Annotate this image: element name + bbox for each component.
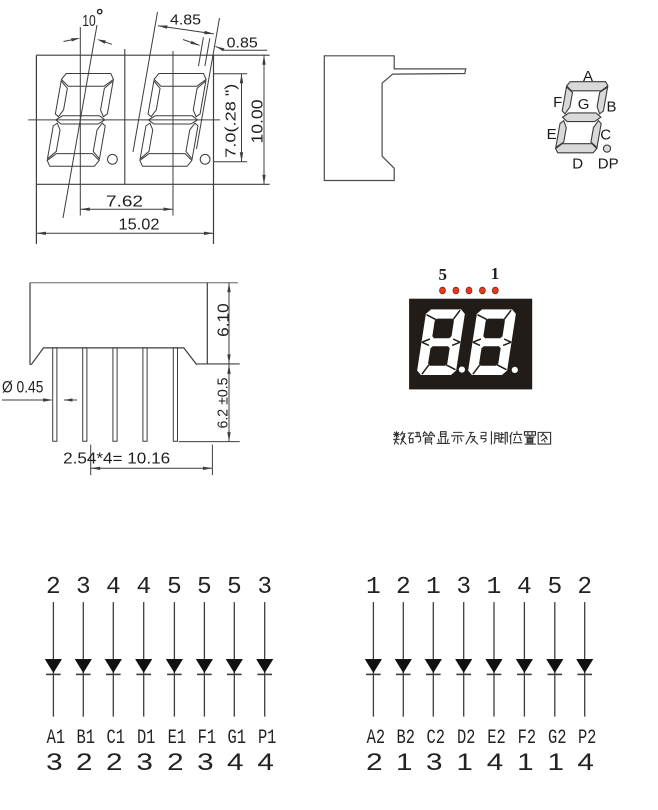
svg-text:3: 3 — [257, 574, 272, 601]
svg-text:P1: P1 — [258, 727, 277, 750]
svg-text:2: 2 — [76, 749, 93, 776]
svg-text:C: C — [600, 126, 611, 143]
svg-text:F2: F2 — [518, 727, 537, 750]
svg-text:3: 3 — [456, 574, 471, 601]
svg-text:A2: A2 — [367, 727, 386, 750]
svg-text:1: 1 — [491, 264, 500, 283]
svg-text:G2: G2 — [548, 727, 567, 750]
svg-text:4: 4 — [517, 574, 532, 601]
svg-text:3: 3 — [197, 749, 214, 776]
svg-text:A1: A1 — [47, 727, 66, 750]
svg-text:6.10: 6.10 — [215, 303, 232, 337]
svg-text:2: 2 — [366, 749, 383, 776]
svg-text:4: 4 — [106, 574, 121, 601]
svg-text:0.85: 0.85 — [227, 35, 258, 52]
svg-text:DP: DP — [598, 156, 619, 173]
svg-text:F1: F1 — [198, 727, 217, 750]
svg-text:15.02: 15.02 — [119, 217, 160, 234]
svg-text:C2: C2 — [427, 727, 446, 750]
svg-text:E: E — [547, 126, 557, 143]
svg-text:7.0(.28 "): 7.0(.28 ") — [223, 84, 240, 158]
svg-text:5: 5 — [227, 574, 242, 601]
svg-text:2: 2 — [167, 749, 184, 776]
svg-text:E1: E1 — [168, 727, 187, 750]
svg-text:E2: E2 — [487, 727, 506, 750]
svg-text:2.54*4= 10.16: 2.54*4= 10.16 — [63, 451, 170, 468]
svg-text:6.2 ±0.5: 6.2 ±0.5 — [216, 378, 232, 429]
svg-text:7.62: 7.62 — [106, 194, 143, 211]
svg-text:2: 2 — [106, 749, 123, 776]
svg-text:4: 4 — [257, 749, 274, 776]
svg-text:1: 1 — [487, 574, 502, 601]
svg-text:3: 3 — [426, 749, 443, 776]
svg-text:P2: P2 — [578, 727, 597, 750]
svg-text:2: 2 — [46, 574, 61, 601]
svg-text:3: 3 — [46, 749, 63, 776]
svg-text:G: G — [578, 96, 590, 113]
svg-text:1: 1 — [426, 574, 441, 601]
svg-text:4: 4 — [577, 749, 594, 776]
svg-text:1: 1 — [456, 749, 473, 776]
svg-text:1: 1 — [366, 574, 381, 601]
svg-text:5: 5 — [167, 574, 182, 601]
svg-text:D1: D1 — [137, 727, 156, 750]
svg-text:5: 5 — [197, 574, 212, 601]
svg-text:10: 10 — [82, 13, 96, 30]
svg-text:4.85: 4.85 — [170, 12, 201, 29]
svg-text:4: 4 — [487, 749, 504, 776]
svg-text:B: B — [606, 99, 616, 116]
svg-text:D2: D2 — [457, 727, 476, 750]
svg-text:2: 2 — [577, 574, 592, 601]
svg-text:5: 5 — [547, 574, 562, 601]
svg-text:1: 1 — [517, 749, 534, 776]
svg-text:4: 4 — [227, 749, 244, 776]
svg-text:2: 2 — [396, 574, 411, 601]
svg-text:5: 5 — [439, 265, 448, 284]
svg-text:1: 1 — [396, 749, 413, 776]
svg-text:F: F — [553, 94, 562, 111]
svg-text:B1: B1 — [77, 727, 96, 750]
svg-text:3: 3 — [76, 574, 91, 601]
svg-text:G1: G1 — [228, 727, 247, 750]
svg-text:1: 1 — [548, 749, 565, 776]
svg-text:Ø 0.45: Ø 0.45 — [2, 379, 44, 397]
svg-text:B2: B2 — [397, 727, 416, 750]
svg-text:10.00: 10.00 — [250, 99, 267, 143]
svg-text:4: 4 — [136, 574, 151, 601]
svg-text:3: 3 — [136, 749, 153, 776]
svg-text:A: A — [583, 68, 593, 85]
svg-text:C1: C1 — [107, 727, 126, 750]
svg-text:D: D — [572, 156, 583, 173]
